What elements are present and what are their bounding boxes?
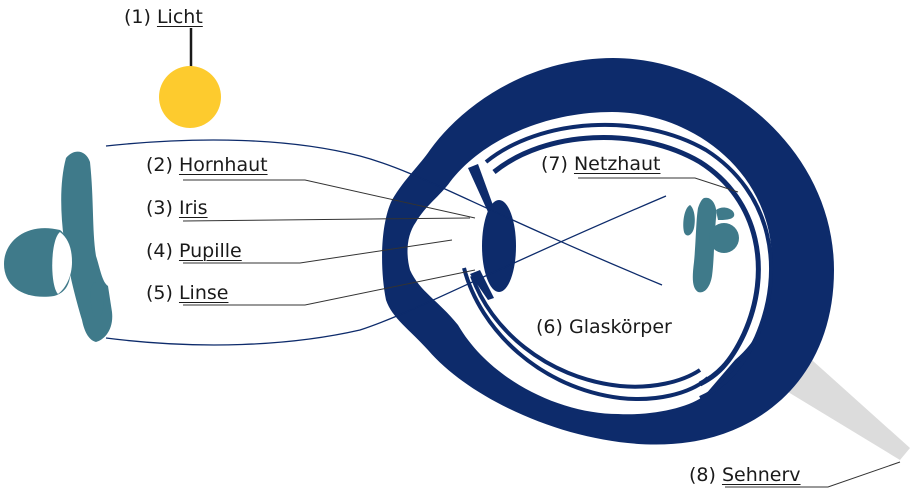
- leader-lines: [182, 177, 901, 488]
- label-hornhaut: (2) Hornhaut: [146, 156, 268, 175]
- label-netzhaut: (7) Netzhaut: [541, 155, 660, 174]
- label-pupille-term: Pupille: [178, 240, 242, 262]
- sun-icon: [159, 66, 221, 128]
- label-pupille-number: (4): [146, 240, 173, 262]
- label-licht-term: Licht: [156, 6, 203, 28]
- label-sehnerv: (8) Sehnerv: [689, 466, 801, 485]
- lens: [482, 200, 516, 292]
- leader-netzhaut: [578, 177, 739, 193]
- label-linse-term: Linse: [178, 282, 229, 304]
- leader-linse: [183, 269, 476, 306]
- label-glaskoerper-number: (6): [536, 316, 563, 338]
- retina-lower-inner: [470, 275, 702, 389]
- label-iris: (3) Iris: [146, 199, 208, 218]
- iris-upper: [468, 164, 494, 212]
- retina-lower-outer: [462, 267, 710, 401]
- light-ray-top: [105, 139, 663, 286]
- retina-outer: [484, 122, 773, 400]
- label-glaskoerper: (6) Glaskörper: [536, 318, 672, 337]
- label-iris-term: Iris: [178, 197, 208, 219]
- label-netzhaut-number: (7): [541, 153, 568, 175]
- retina-image-figure: [683, 197, 739, 293]
- label-linse-number: (5): [146, 282, 173, 304]
- object-figure: [4, 151, 113, 342]
- leader-sehnerv: [725, 461, 901, 488]
- label-licht-number: (1): [124, 6, 151, 28]
- light-ray-bottom: [105, 195, 667, 346]
- label-sehnerv-term: Sehnerv: [721, 464, 801, 486]
- leader-iris: [182, 217, 471, 222]
- label-linse: (5) Linse: [146, 284, 228, 303]
- leader-hornhaut: [183, 179, 476, 219]
- leader-pupille: [183, 239, 453, 264]
- label-iris-number: (3): [146, 197, 173, 219]
- iris-lower: [470, 270, 494, 300]
- label-licht: (1) Licht: [124, 8, 203, 27]
- object-figure-face: [52, 232, 72, 294]
- label-hornhaut-number: (2): [146, 154, 173, 176]
- eye-cavity: [407, 112, 772, 415]
- label-netzhaut-term: Netzhaut: [573, 153, 661, 175]
- label-glaskoerper-term: Glaskörper: [568, 316, 672, 338]
- label-hornhaut-term: Hornhaut: [178, 154, 268, 176]
- retina-inner: [492, 135, 761, 387]
- label-sehnerv-number: (8): [689, 464, 716, 486]
- label-pupille: (4) Pupille: [146, 242, 242, 261]
